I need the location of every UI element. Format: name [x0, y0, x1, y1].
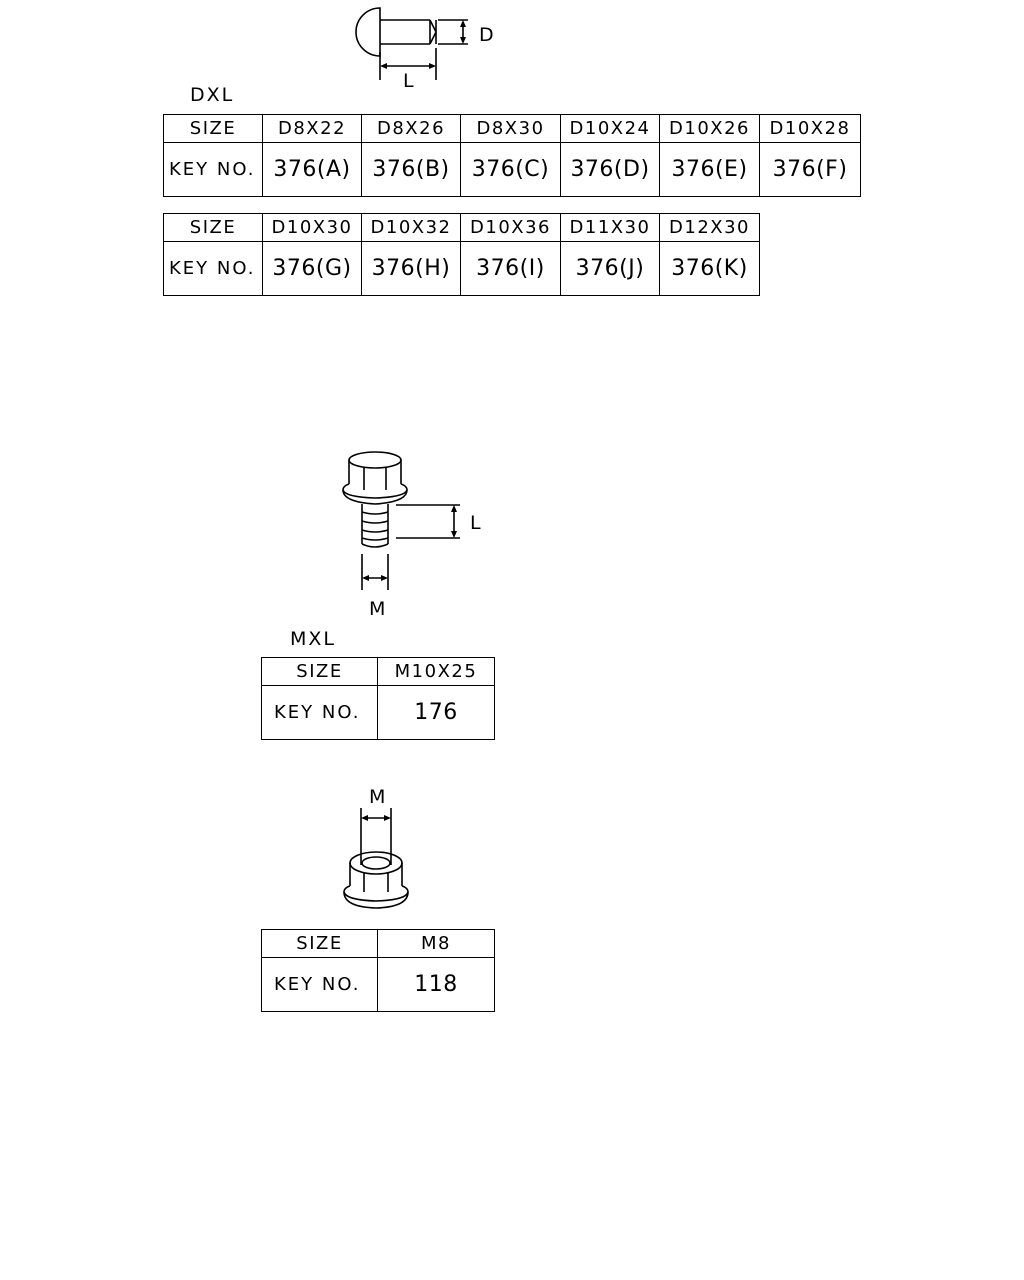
bolt-caption: MXL: [290, 628, 336, 650]
size-cell: D8X30: [460, 114, 561, 143]
key-row: KEY NO. 376(A) 376(B) 376(C) 376(D) 376(…: [163, 142, 861, 197]
size-cell: D10X30: [262, 213, 362, 242]
key-cell: 376(F): [759, 142, 861, 197]
size-row: SIZE D8X22 D8X26 D8X30 D10X24 D10X26 D10…: [163, 114, 861, 143]
size-cell: D10X28: [759, 114, 861, 143]
key-cell: 376(D): [560, 142, 660, 197]
size-cell: D10X36: [460, 213, 561, 242]
key-cell: 376(K): [659, 241, 760, 296]
key-cell: 376(E): [659, 142, 760, 197]
flange-bolt-drawing: [342, 451, 460, 590]
rivet-size-table-2: SIZE D10X30 D10X32 D10X36 D11X30 D12X30 …: [163, 213, 760, 296]
key-cell: 376(C): [460, 142, 561, 197]
rivet-caption: DXL: [190, 84, 235, 106]
key-cell: 376(A): [262, 142, 362, 197]
size-row: SIZE M8: [261, 929, 495, 958]
bolt-size-table: SIZE M10X25 KEY NO. 176: [261, 657, 495, 740]
rivet-dim-l-label: L: [403, 70, 415, 92]
flange-nut-drawing: [343, 808, 409, 909]
rivet-size-table-1: SIZE D8X22 D8X26 D8X30 D10X24 D10X26 D10…: [163, 114, 861, 197]
bolt-dim-l-label: L: [470, 512, 482, 534]
size-header: SIZE: [261, 657, 378, 686]
nut-dim-m-label: M: [369, 786, 387, 808]
rivet-dim-d-label: D: [479, 24, 495, 46]
size-cell: M10X25: [377, 657, 495, 686]
size-cell: D10X32: [361, 213, 461, 242]
key-cell: 376(G): [262, 241, 362, 296]
size-cell: D10X24: [560, 114, 660, 143]
key-cell: 376(H): [361, 241, 461, 296]
size-cell: D11X30: [560, 213, 660, 242]
size-row: SIZE M10X25: [261, 657, 495, 686]
key-header: KEY NO.: [163, 142, 263, 197]
key-cell: 118: [377, 957, 495, 1012]
key-cell: 376(I): [460, 241, 561, 296]
bolt-dim-m-label: M: [369, 598, 387, 620]
size-cell: D8X22: [262, 114, 362, 143]
key-row: KEY NO. 376(G) 376(H) 376(I) 376(J) 376(…: [163, 241, 760, 296]
size-cell: D10X26: [659, 114, 760, 143]
key-header: KEY NO.: [163, 241, 263, 296]
key-cell: 376(B): [361, 142, 461, 197]
rivet-drawing: [355, 7, 468, 80]
size-header: SIZE: [163, 114, 263, 143]
size-cell: D8X26: [361, 114, 461, 143]
size-header: SIZE: [261, 929, 378, 958]
size-row: SIZE D10X30 D10X32 D10X36 D11X30 D12X30: [163, 213, 760, 242]
size-header: SIZE: [163, 213, 263, 242]
key-cell: 376(J): [560, 241, 660, 296]
key-header: KEY NO.: [261, 685, 378, 740]
key-row: KEY NO. 118: [261, 957, 495, 1012]
nut-size-table: SIZE M8 KEY NO. 118: [261, 929, 495, 1012]
key-cell: 176: [377, 685, 495, 740]
size-cell: M8: [377, 929, 495, 958]
key-header: KEY NO.: [261, 957, 378, 1012]
key-row: KEY NO. 176: [261, 685, 495, 740]
size-cell: D12X30: [659, 213, 760, 242]
